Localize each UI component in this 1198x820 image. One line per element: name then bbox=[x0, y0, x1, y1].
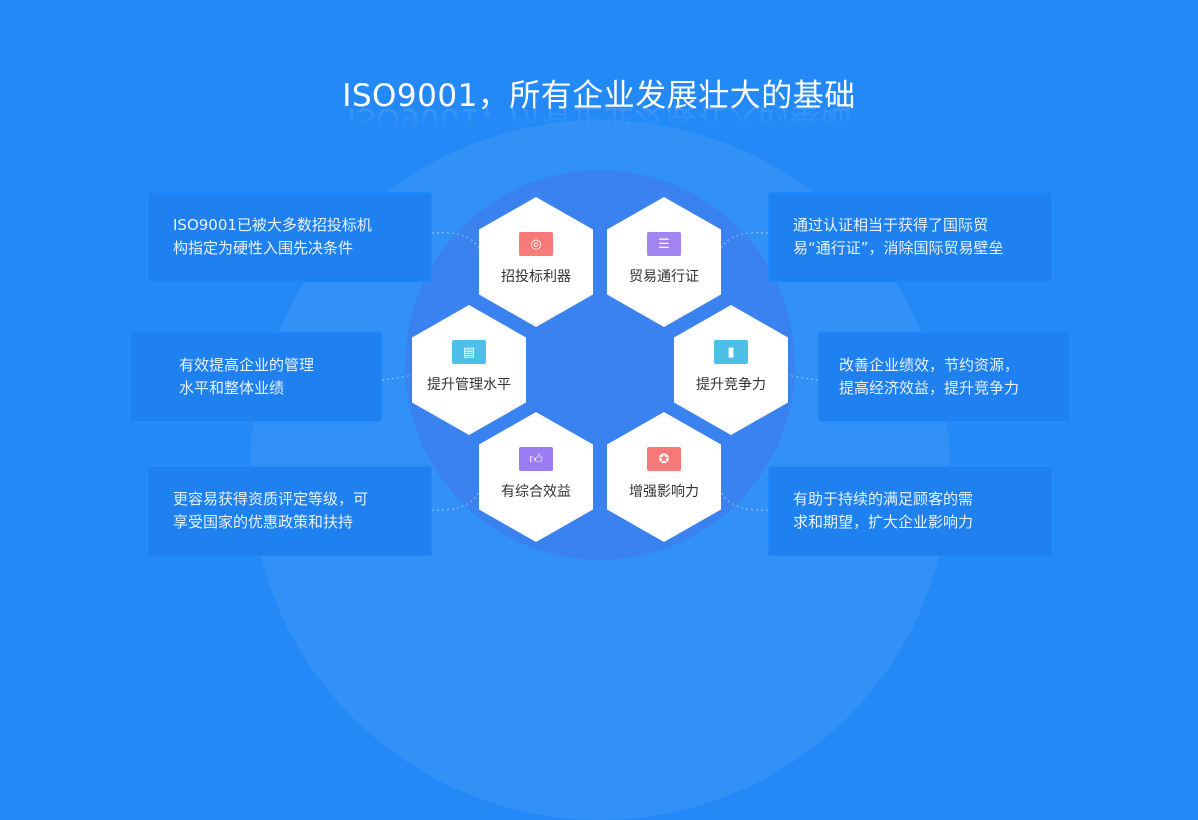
hex-label: 有综合效益 bbox=[501, 484, 571, 500]
hex-label: 提升管理水平 bbox=[427, 377, 511, 393]
target-icon: ◎ bbox=[519, 232, 553, 256]
description-box-benefits: 更容易获得资质评定等级，可享受国家的优惠政策和扶持 bbox=[148, 466, 432, 556]
thumbs-up-icon: 👍︎ bbox=[519, 447, 553, 471]
description-box-competitiveness: 改善企业绩效，节约资源，提高经济效益，提升竞争力 bbox=[818, 332, 1070, 422]
document-gear-icon: ▤ bbox=[452, 340, 486, 364]
medal-icon: ✪ bbox=[647, 447, 681, 471]
passport-card-icon: ☰ bbox=[647, 232, 681, 256]
hex-label: 提升竞争力 bbox=[696, 377, 766, 393]
page-title: ISO9001，所有企业发展壮大的基础 bbox=[342, 78, 856, 114]
description-box-management: 有效提高企业的管理水平和整体业绩 bbox=[130, 332, 382, 422]
description-box-influence: 有助于持续的满足顾客的需求和期望，扩大企业影响力 bbox=[768, 466, 1052, 556]
hex-label: 招投标利器 bbox=[501, 269, 571, 285]
hex-label: 贸易通行证 bbox=[629, 269, 699, 285]
hex-label: 增强影响力 bbox=[629, 484, 699, 500]
description-box-trade: 通过认证相当于获得了国际贸易“通行证”，消除国际贸易壁垒 bbox=[768, 192, 1052, 282]
bar-chart-icon: ▮ bbox=[714, 340, 748, 364]
connector-lines bbox=[381, 232, 819, 511]
description-box-bidding: ISO9001已被大多数招投标机构指定为硬性入围先决条件 bbox=[148, 192, 432, 282]
